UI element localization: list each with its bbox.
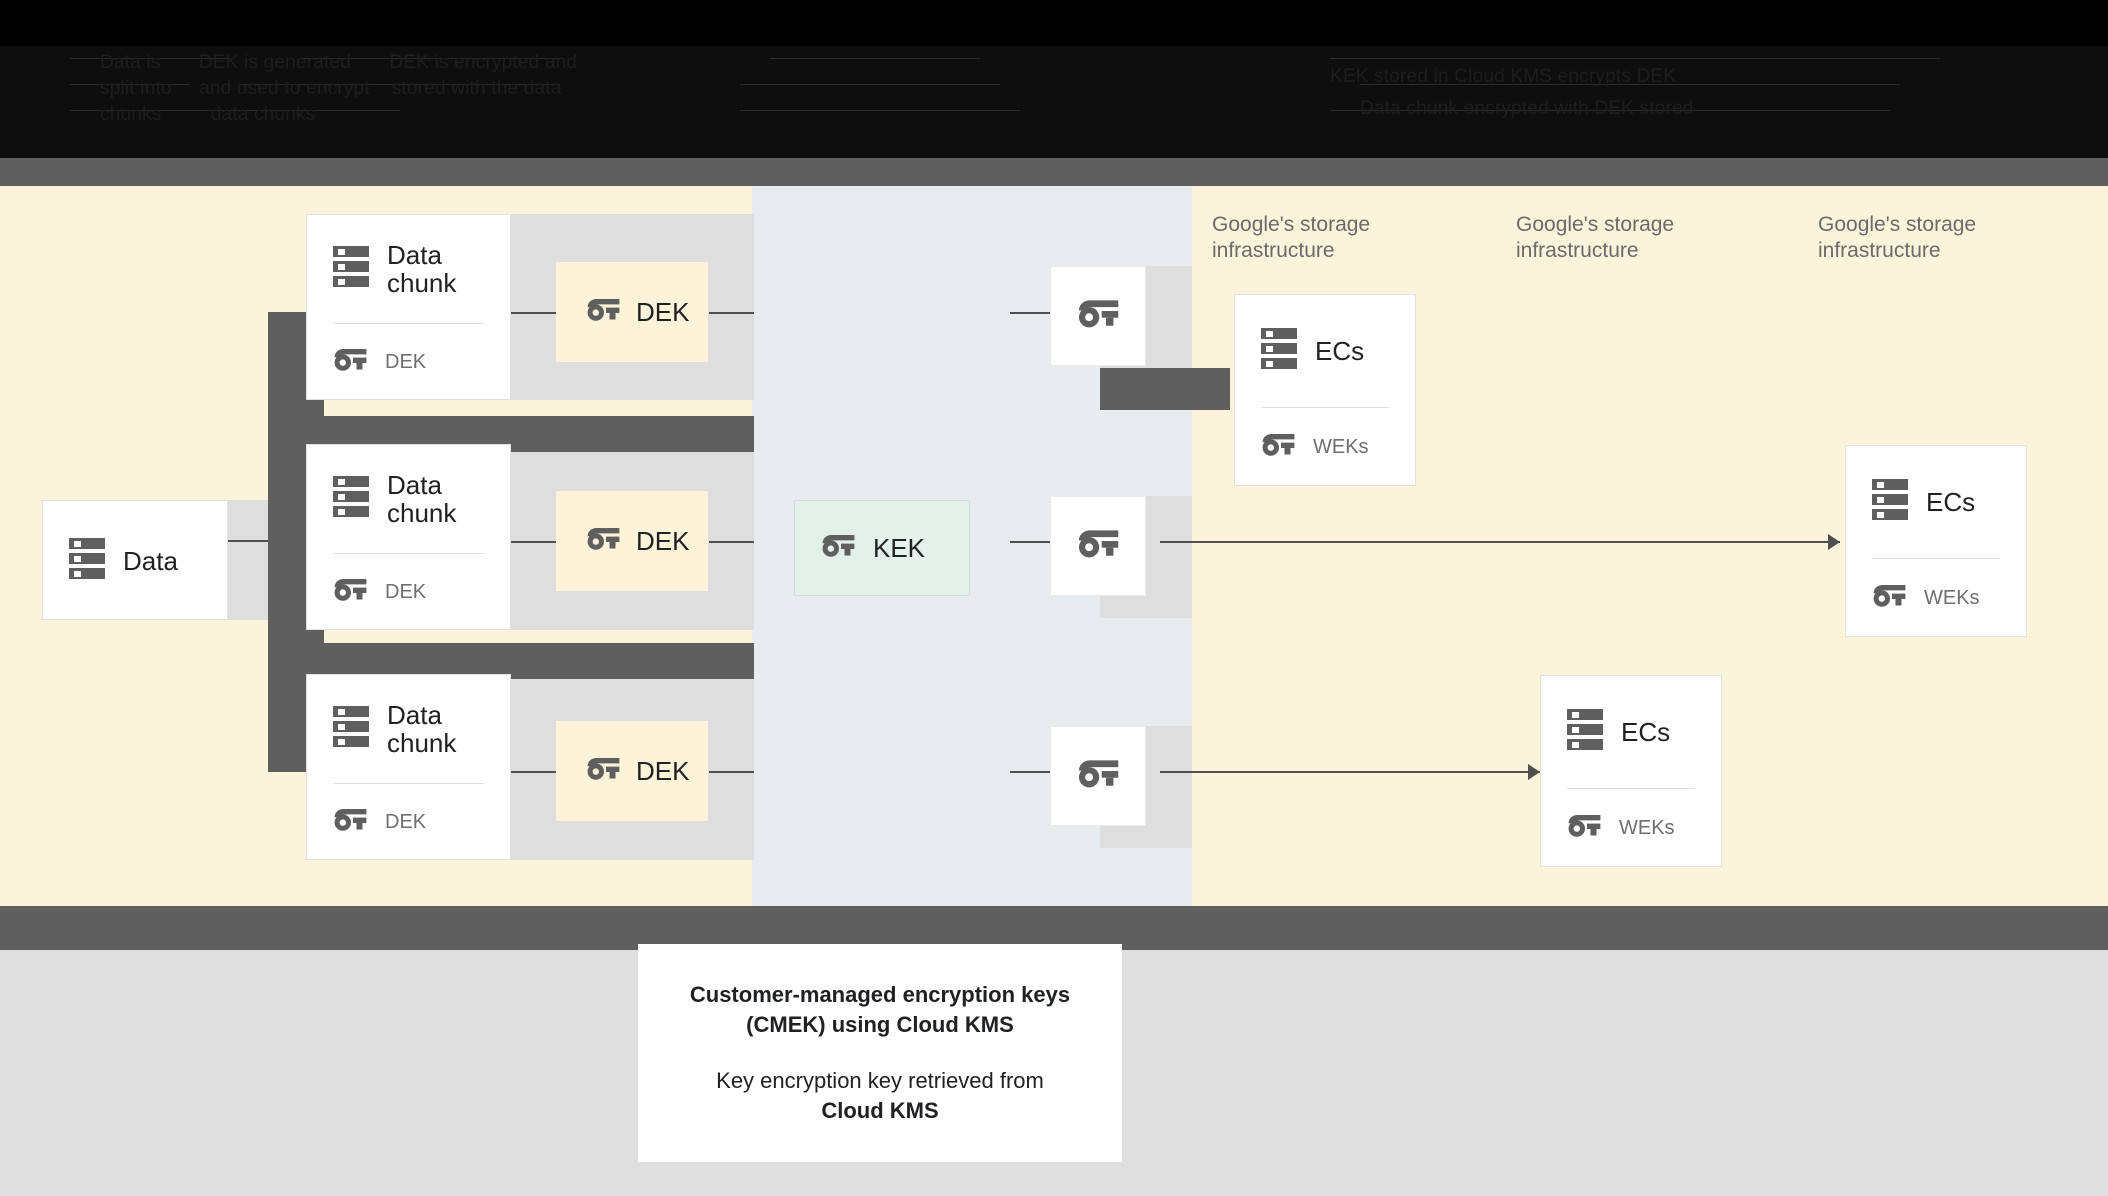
storage-icon (333, 244, 369, 295)
caption-body-prefix: Key encryption key retrieved from (716, 1068, 1044, 1093)
storage-icon (1261, 326, 1297, 377)
key-icon (333, 808, 367, 836)
card-data-chunk-3[interactable]: Data chunk DEK (306, 674, 511, 860)
dek-label: DEK (636, 526, 690, 556)
caption-title: Customer-managed encryption keys (CMEK) … (689, 982, 1071, 1037)
storage-icon (333, 704, 369, 755)
dek-box-1[interactable]: DEK (556, 262, 708, 362)
header-line-2: split into and used to encrypt stored wi… (100, 78, 562, 99)
connector-keycard3-ecs3 (1160, 771, 1540, 773)
wrapped-key-card-2[interactable] (1050, 496, 1146, 596)
dek-box-3[interactable]: DEK (556, 721, 708, 821)
header-band (0, 46, 2108, 158)
connector-chunk3-dek (511, 771, 556, 773)
key-icon (1077, 759, 1119, 793)
storage-icon (69, 536, 105, 587)
connector-dek2-out (709, 541, 754, 543)
card-ecs-key-label: WEKs (1619, 816, 1675, 839)
occlusion-keycard-tail (1100, 368, 1230, 410)
caption-card: Customer-managed encryption keys (CMEK) … (638, 944, 1122, 1162)
key-icon (1567, 814, 1601, 842)
card-ecs-1[interactable]: ECs WEKs (1234, 294, 1416, 486)
header-line-4: KEK stored in Cloud KMS encrypts DEK (1330, 66, 1677, 87)
card-chunk-key-label: DEK (385, 350, 427, 373)
connector-chunk2-dek (511, 541, 556, 543)
dek-label: DEK (636, 756, 690, 786)
card-ecs-key-label: WEKs (1924, 586, 1980, 609)
storage-label-1: Google's storage infrastructure (1212, 213, 1371, 262)
caption-body: Key encryption key retrieved from Cloud … (716, 1066, 1044, 1126)
card-data-source[interactable]: Data (42, 500, 228, 620)
key-icon (586, 527, 620, 555)
bottom-grey-divider (0, 906, 2108, 950)
key-icon (821, 534, 855, 562)
card-divider (333, 553, 484, 554)
obscured-header-bar: Data is DEK is generated DEK is encrypte… (0, 0, 2108, 158)
key-icon (1261, 433, 1295, 461)
dek-box-2[interactable]: DEK (556, 491, 708, 591)
top-grey-divider (0, 158, 2108, 186)
header-line-5: Data chunk encrypted with DEK stored (1360, 98, 1694, 119)
storage-icon (1567, 707, 1603, 758)
card-data-chunk-1[interactable]: Data chunk DEK (306, 214, 511, 400)
connector-dek1-out (709, 312, 754, 314)
key-icon (333, 578, 367, 606)
card-divider (1872, 558, 2000, 559)
card-chunk-title: Data chunk (387, 700, 457, 758)
card-chunk-key-label: DEK (385, 810, 427, 833)
key-icon (586, 757, 620, 785)
key-icon (586, 298, 620, 326)
storage-icon (333, 474, 369, 525)
key-icon (1872, 584, 1906, 612)
card-ecs-key-label: WEKs (1313, 435, 1369, 458)
connector-chunk1-dek (511, 312, 556, 314)
connector-keycard2-ecs2 (1160, 541, 1840, 543)
key-icon (333, 348, 367, 376)
wrapped-key-card-1[interactable] (1050, 266, 1146, 366)
storage-label-3: Google's storage infrastructure (1818, 213, 1977, 262)
storage-icon (1872, 477, 1908, 528)
header-line-1: Data is DEK is generated DEK is encrypte… (100, 52, 578, 73)
card-divider (333, 323, 484, 324)
occlusion-band-2 (268, 643, 754, 679)
connector-in-keycard3 (1010, 771, 1050, 773)
arrowhead-ecs3 (1528, 764, 1540, 780)
card-chunk-title: Data chunk (387, 240, 457, 298)
caption-body-strong: Cloud KMS (821, 1098, 939, 1123)
card-data-source-label: Data (123, 546, 178, 576)
kek-label: KEK (873, 533, 926, 563)
arrowhead-ecs2 (1828, 534, 1840, 550)
kek-box[interactable]: KEK (794, 500, 970, 596)
card-chunk-title: Data chunk (387, 470, 457, 528)
connector-dek3-out (709, 771, 754, 773)
header-line-3: chunks data chunks (100, 104, 316, 125)
card-divider (1261, 407, 1389, 408)
dek-label: DEK (636, 297, 690, 327)
card-data-chunk-2[interactable]: Data chunk DEK (306, 444, 511, 630)
wrapped-key-card-3[interactable] (1050, 726, 1146, 826)
card-ecs-title: ECs (1621, 717, 1671, 747)
card-divider (333, 783, 484, 784)
connector-kek-keycard2 (1010, 541, 1050, 543)
card-chunk-key-label: DEK (385, 580, 427, 603)
storage-label-2: Google's storage infrastructure (1516, 213, 1675, 262)
card-ecs-title: ECs (1926, 487, 1976, 517)
key-icon (1077, 529, 1119, 563)
key-icon (1077, 299, 1119, 333)
card-ecs-title: ECs (1315, 336, 1365, 366)
card-divider (1567, 788, 1695, 789)
card-ecs-2[interactable]: ECs WEKs (1845, 445, 2027, 637)
connector-in-keycard1 (1010, 312, 1050, 314)
card-ecs-3[interactable]: ECs WEKs (1540, 675, 1722, 867)
